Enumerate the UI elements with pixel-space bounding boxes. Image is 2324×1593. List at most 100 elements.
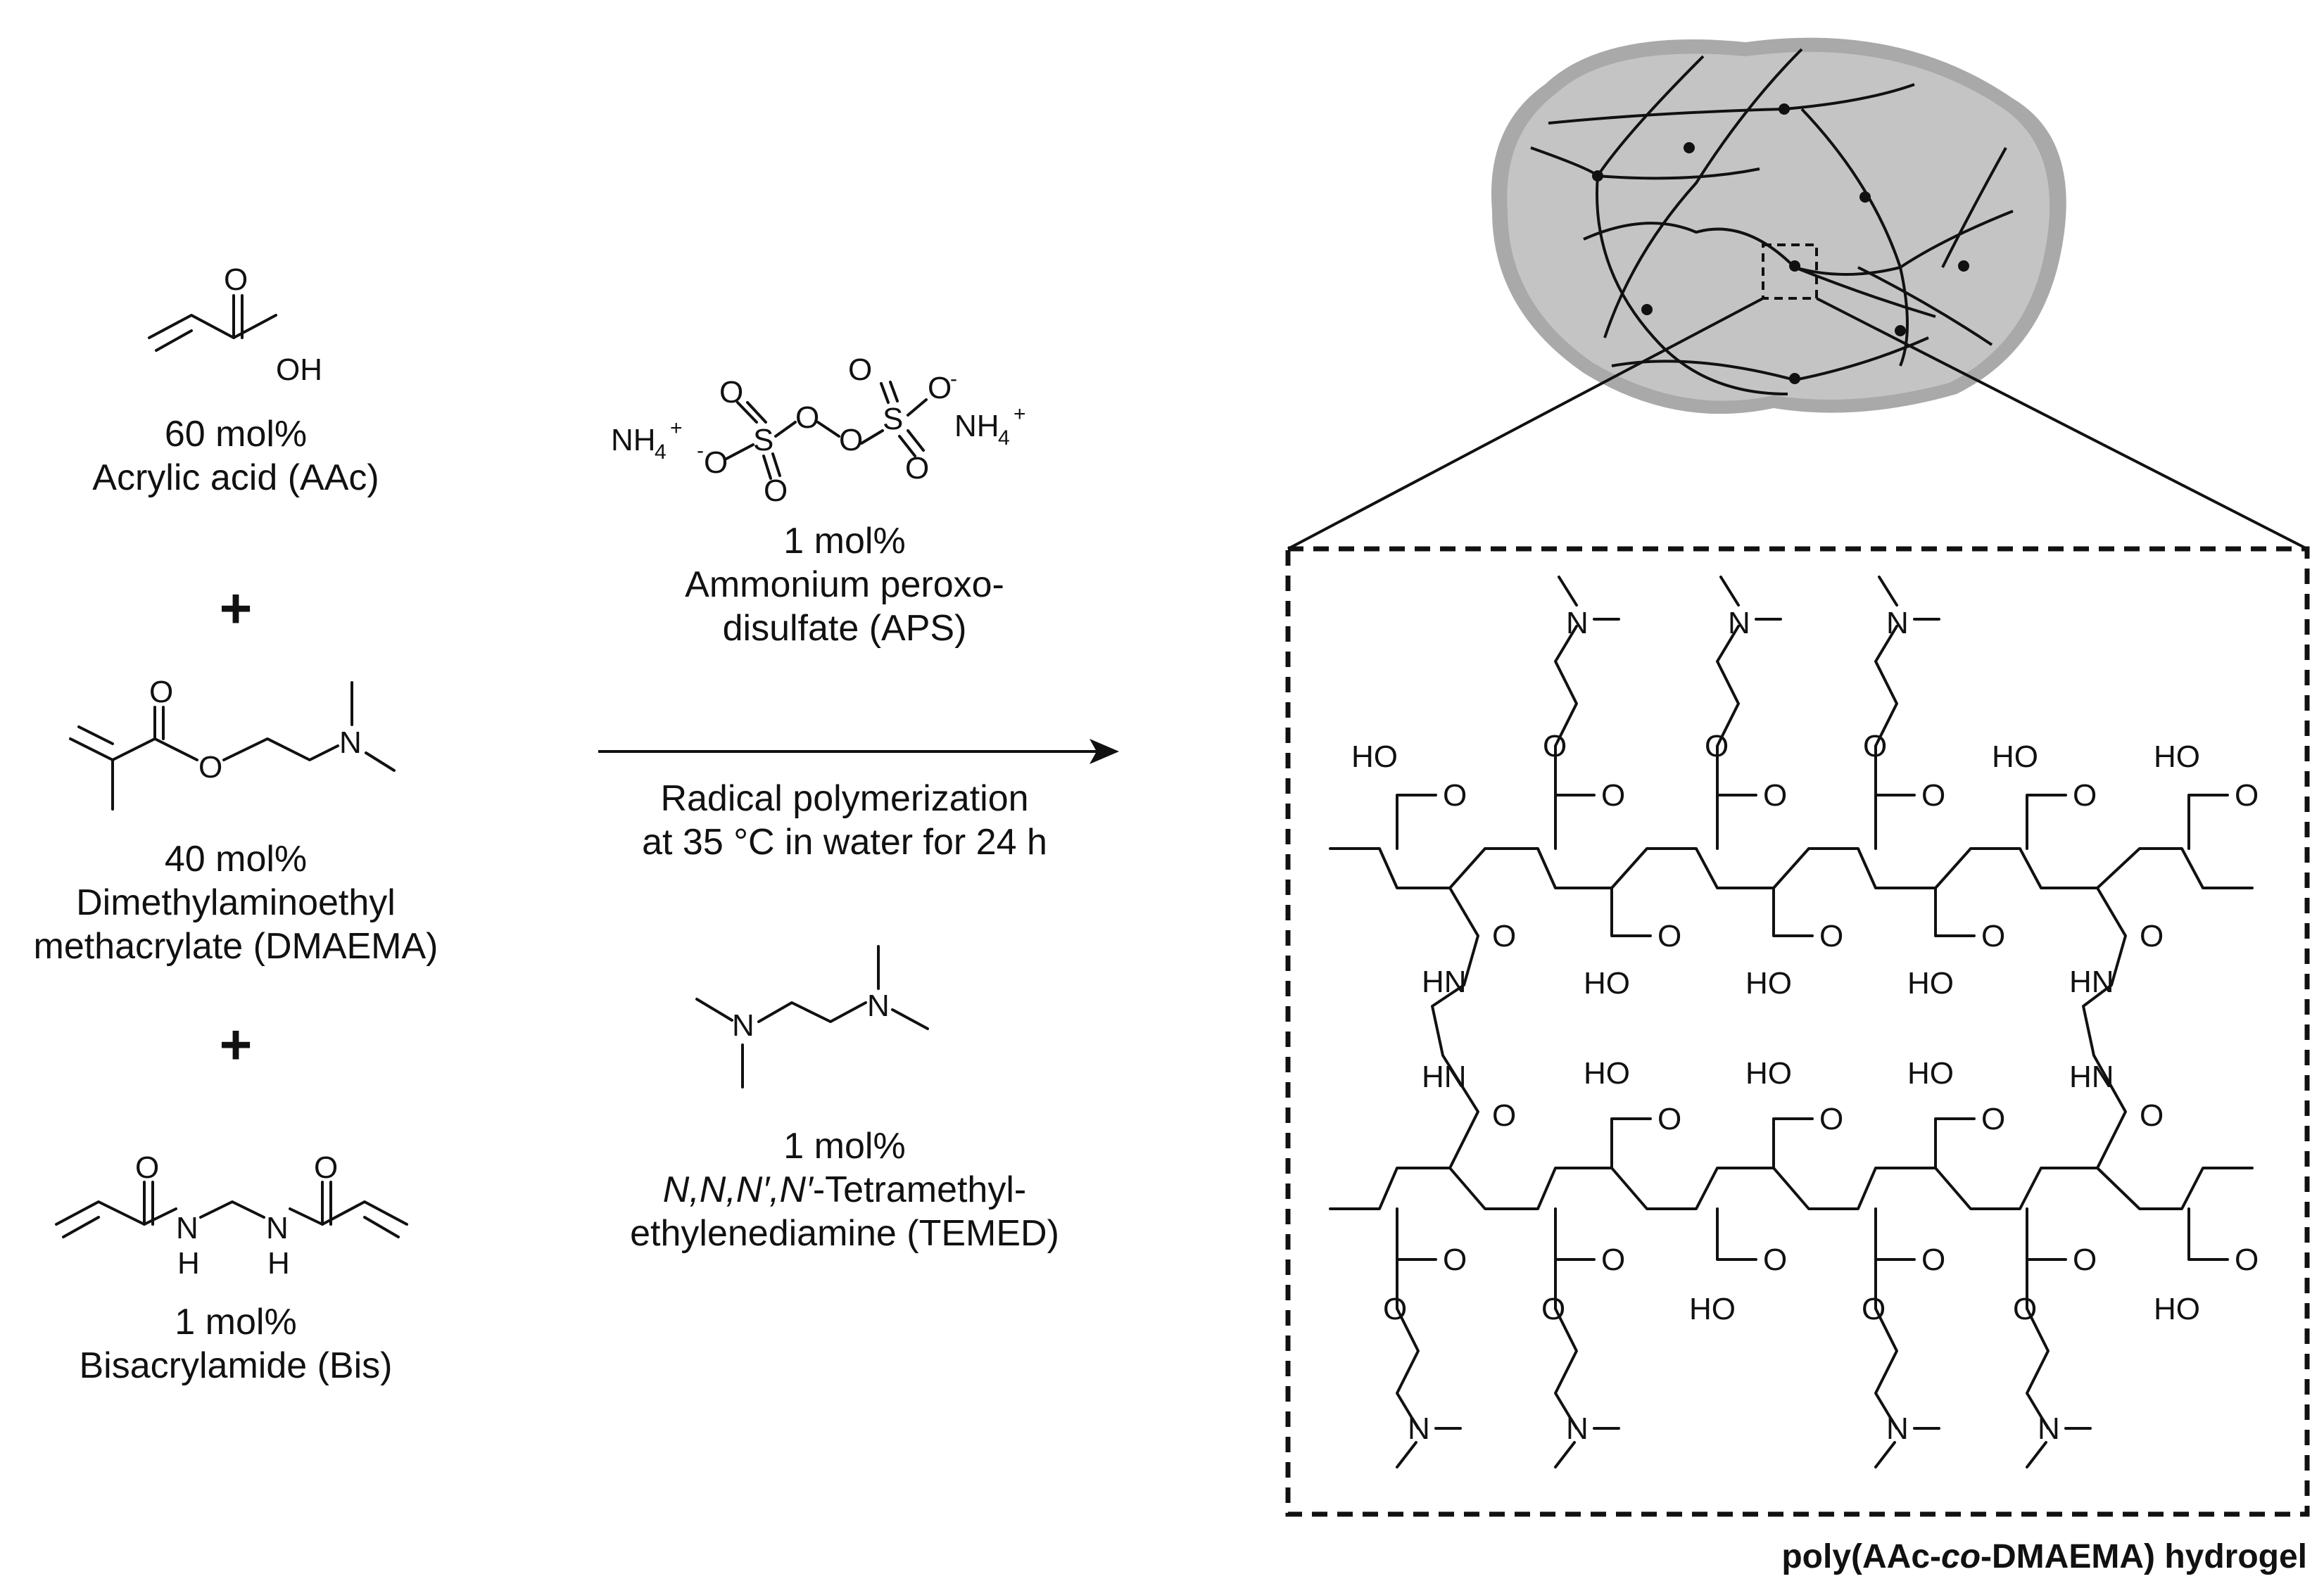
aac-hydroxyl: OH — [276, 353, 322, 387]
bis-percent: 1 mol% — [175, 1302, 296, 1343]
zoom-lines — [1287, 297, 2308, 550]
aps-structure: NH 4 + - O S O O O O S O O O - NH 4 + — [611, 353, 1026, 508]
acid-hydroxyl-5: HO — [1745, 966, 1792, 1001]
aps-peroxo-oxygen-1: O — [795, 400, 819, 435]
acid-hydroxyl-3: HO — [2154, 740, 2200, 774]
ester-carbonyl-1: O — [1601, 778, 1625, 813]
acid-oxygen-8: O — [1819, 1102, 1843, 1136]
crosslink-oxygen-2: O — [2140, 919, 2164, 953]
aac-percent: 60 mol% — [165, 414, 307, 455]
plus-sign-1: + — [220, 577, 253, 640]
upper-dmaema-side-chains: O O N O O N O O N — [1543, 576, 1945, 850]
crosslink-nitrogen-right-upper: HN — [2069, 965, 2114, 999]
plus-sign-2: + — [220, 1013, 253, 1076]
acid-oxygen-7: O — [1657, 1102, 1681, 1136]
ester-oxygen-6: O — [1862, 1292, 1886, 1326]
aac-oxygen: O — [224, 262, 248, 297]
aps-oxygen-3: O — [764, 474, 788, 508]
acid-oxygen-10: O — [1763, 1243, 1787, 1277]
polymer-network-structure: HN HN HN HN O O O O HO O HO O HO O O O N… — [1329, 576, 2259, 1468]
aps-sulfur-1: S — [753, 423, 773, 457]
ester-carbonyl-5: O — [1601, 1243, 1625, 1277]
amine-nitrogen-3: N — [1886, 606, 1909, 640]
ammonium-right-subscript: 4 — [998, 426, 1010, 450]
ammonium-left-subscript: 4 — [655, 440, 667, 464]
crosslink-oxygen-4: O — [2140, 1098, 2164, 1133]
crosslink-oxygen-1: O — [1492, 919, 1516, 953]
acid-oxygen-1: O — [1443, 778, 1467, 813]
aps-peroxo-oxygen-2: O — [839, 423, 863, 457]
ammonium-right: NH — [954, 409, 999, 443]
aps-oxygen-5: O — [905, 451, 929, 485]
lower-acid-groups-above: HO O HO O HO O — [1584, 1056, 2005, 1169]
ammonium-left: NH — [611, 423, 656, 457]
dmaema-name-line1: Dimethylaminoethyl — [76, 882, 396, 923]
ester-oxygen-7: O — [2013, 1292, 2037, 1326]
hydrogel-particle — [1491, 37, 2066, 414]
amine-nitrogen-1: N — [1566, 606, 1589, 640]
acid-oxygen-4: O — [1657, 919, 1681, 953]
bis-name: Bisacrylamide (Bis) — [80, 1345, 393, 1386]
aps-name-line2: disulfate (APS) — [723, 608, 967, 649]
ester-oxygen-4: O — [1383, 1292, 1407, 1326]
temed-percent: 1 mol% — [783, 1126, 905, 1167]
dmaema-name-line2: methacrylate (DMAEMA) — [34, 926, 438, 967]
ester-oxygen-3: O — [1863, 729, 1887, 763]
acid-hydroxyl-9: HO — [1907, 1056, 1954, 1091]
ester-carbonyl-6: O — [1921, 1243, 1945, 1277]
ester-carbonyl-2: O — [1763, 778, 1787, 813]
upper-acid-groups: HO O HO O HO O — [1351, 740, 2259, 850]
amine-nitrogen-7: N — [2038, 1411, 2060, 1446]
acid-oxygen-11: O — [2235, 1243, 2259, 1277]
bisacrylamide-structure: O N H N H O — [55, 1150, 408, 1281]
aps-oxygen-4: O — [848, 353, 872, 387]
amine-nitrogen-5: N — [1566, 1411, 1589, 1446]
aps-oxygen-2: O — [719, 375, 743, 410]
aps-oxygen-6: O — [928, 371, 952, 405]
amine-nitrogen-2: N — [1728, 606, 1750, 640]
dmaema-structure: O O N — [69, 675, 396, 811]
acid-hydroxyl-11: HO — [2154, 1292, 2200, 1326]
bis-nitrogen-left: N — [176, 1211, 198, 1245]
temed-name-line1: N,N,N′,N′-Tetramethyl- — [663, 1169, 1026, 1210]
acid-hydroxyl-10: HO — [1689, 1292, 1736, 1326]
ester-oxygen-5: O — [1541, 1292, 1565, 1326]
acid-hydroxyl-6: HO — [1907, 966, 1954, 1001]
amine-nitrogen-4: N — [1408, 1411, 1430, 1446]
acid-oxygen-9: O — [1981, 1102, 2005, 1136]
lower-side-chains: O O N O O N HO O O O N O O N HO O — [1383, 1207, 2259, 1468]
upper-acid-groups-below: HO O HO O HO O — [1584, 887, 2005, 1001]
temed-structure: N N — [695, 945, 929, 1089]
ester-carbonyl-7: O — [2073, 1243, 2097, 1277]
aps-sulfur-2: S — [883, 402, 903, 436]
temed-nitrogen-right: N — [867, 989, 890, 1023]
crosslink-nitrogen-left-lower: HN — [1422, 1060, 1467, 1094]
ester-oxygen-2: O — [1705, 729, 1729, 763]
aps-oxygen-charge-right: - — [950, 367, 957, 391]
crosslink-oxygen-3: O — [1492, 1098, 1516, 1133]
dmaema-ester-oxygen: O — [198, 750, 222, 785]
bis-oxygen-left: O — [135, 1150, 159, 1185]
ester-oxygen-1: O — [1543, 729, 1567, 763]
ammonium-right-charge: + — [1013, 402, 1026, 426]
ammonium-left-charge: + — [670, 417, 683, 440]
acid-oxygen-2: O — [2073, 778, 2097, 813]
temed-name-line2: ethylenediamine (TEMED) — [630, 1213, 1059, 1254]
conditions-line1: Radical polymerization — [660, 778, 1028, 819]
ester-carbonyl-3: O — [1921, 778, 1945, 813]
ester-carbonyl-4: O — [1443, 1243, 1467, 1277]
aps-name-line1: Ammonium peroxo- — [685, 564, 1004, 605]
bis-hydrogen-right: H — [267, 1246, 290, 1281]
aac-name: Acrylic acid (AAc) — [92, 457, 379, 498]
crosslink-nitrogen-right-lower: HN — [2069, 1060, 2114, 1094]
acid-hydroxyl-7: HO — [1584, 1056, 1630, 1091]
product-caption-pre: poly(AAc- — [1781, 1538, 1941, 1575]
bis-nitrogen-right: N — [266, 1211, 289, 1245]
crosslink-nitrogen-left-upper: HN — [1422, 965, 1467, 999]
product-caption-italic: co — [1941, 1538, 1981, 1575]
dmaema-carbonyl-oxygen: O — [149, 675, 173, 709]
aps-oxygen-charge-left: - — [697, 439, 704, 462]
acid-hydroxyl-1: HO — [1351, 740, 1398, 774]
aps-oxygen-1: O — [704, 445, 728, 480]
